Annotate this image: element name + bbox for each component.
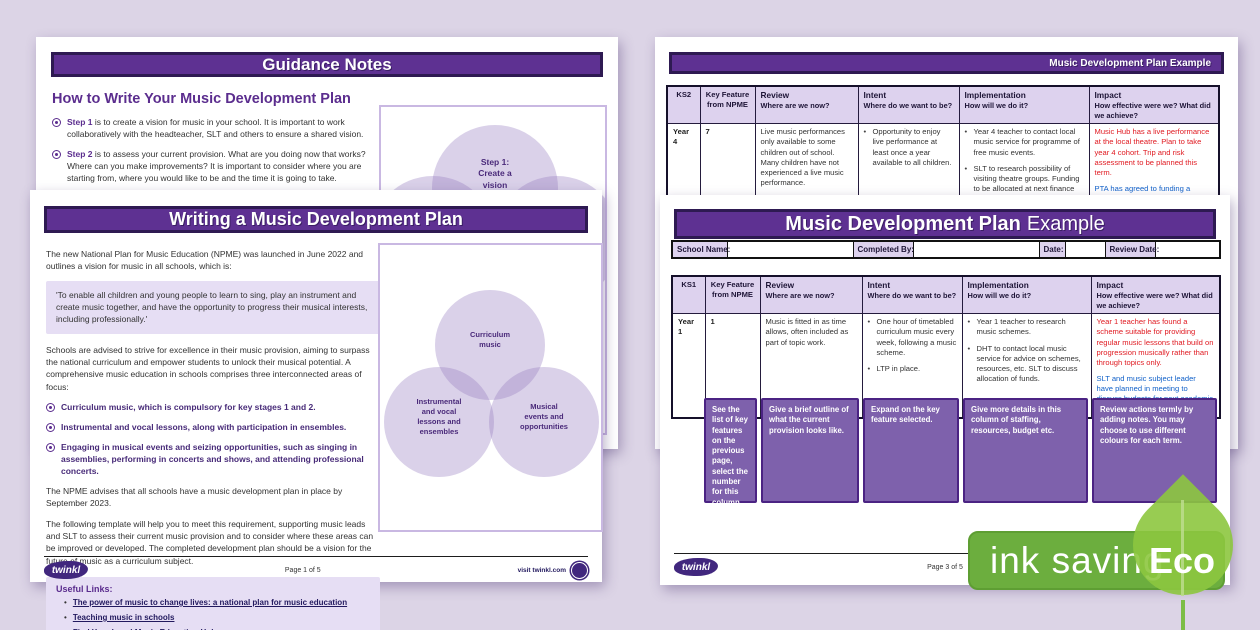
twinkl-badge-icon (571, 561, 588, 579)
step-item: Step 1 is to create a vision for music i… (52, 116, 382, 140)
footer-right: visit twinkl.com (517, 561, 588, 579)
link-national-plan[interactable]: The power of music to change lives: a na… (72, 598, 348, 607)
bullet-dot: • (64, 613, 67, 622)
focus-areas-list: Curriculum music, which is compulsory fo… (46, 401, 380, 477)
writing-venn-diagram: Curriculum music Instrumental and vocal … (378, 243, 603, 532)
guidance-heading: How to Write Your Music Development Plan (52, 91, 351, 107)
year-cell: Year 1 (671, 313, 706, 419)
leaf-stem (1181, 600, 1185, 630)
impact-note-red: Music Hub has a live performance at the … (1094, 127, 1210, 177)
list-item: Instrumental and vocal lessons, along wi… (46, 421, 380, 433)
callout-implementation: Give more details in this column of staf… (963, 398, 1088, 503)
review-date-label: Review Date: (1104, 240, 1159, 259)
npme-note: The NPME advises that all schools have a… (46, 486, 343, 509)
impact-note-red: Year 1 teacher has found a scheme suitab… (1096, 317, 1214, 367)
school-info-row: School Name: Completed By: Date: Review … (671, 240, 1221, 259)
school-name-label: School Name: (671, 240, 730, 259)
completed-by-field[interactable] (912, 240, 1040, 259)
callout-review: Give a brief outline of what the current… (761, 398, 859, 503)
venn-label-lessons: Instrumental and vocal lessons and ensem… (416, 397, 462, 437)
bullet-dot: • (64, 598, 67, 607)
page-number: Page 3 of 5 (927, 563, 963, 571)
ink-saving-eco-badge: ink saving Eco (960, 470, 1260, 630)
ks1-header-title-light: Example (1026, 212, 1105, 235)
bullet-icon (52, 150, 61, 160)
list-item: Engaging in musical events and seizing o… (46, 441, 380, 477)
venn-circle-events (489, 367, 599, 477)
footer-divider (674, 553, 1216, 554)
page-footer: twinkl Page 1 of 5 visit twinkl.com (44, 561, 588, 579)
ks2-header-bar: Music Development Plan Example (669, 52, 1224, 74)
col-ks: KS1 (671, 275, 706, 315)
page-footer: twinkl Page 3 of 5 (674, 558, 1216, 576)
venn-label-step1: Step 1: Create a vision (478, 157, 512, 190)
venn-label-curriculum: Curriculum music (469, 330, 510, 350)
leaf-midrib (1181, 500, 1184, 596)
bullet-icon (52, 118, 61, 127)
date-label: Date: (1038, 240, 1066, 259)
useful-links-box: Useful Links: • The power of music to cha… (46, 577, 380, 630)
list-item: Curriculum music, which is compulsory fo… (46, 401, 380, 413)
date-field[interactable] (1064, 240, 1106, 259)
col-ks: KS2 (666, 85, 701, 125)
step-text: is to create a vision for music in your … (67, 117, 364, 140)
page-number: Page 1 of 5 (284, 566, 321, 574)
page-writing-plan: Writing a Music Development Plan The new… (30, 190, 603, 630)
ks2-header-title: Music Development Plan Example (1049, 57, 1211, 69)
completed-by-label: Completed By: (852, 240, 914, 259)
link-teaching-music[interactable]: Teaching music in schools (72, 613, 175, 622)
eco-label: Eco (1148, 540, 1216, 581)
npme-quote-box: 'To enable all children and young people… (46, 280, 380, 334)
twinkl-logo: twinkl (44, 561, 88, 579)
useful-links-heading: Useful Links: (56, 584, 113, 594)
step-label: Step 1 (67, 117, 93, 127)
link-item: • The power of music to change lives: a n… (64, 598, 370, 607)
callout-key-feature: See the list of key features on the prev… (704, 398, 757, 507)
footer-divider (44, 556, 588, 557)
step-text: is to assess your current provision. Wha… (67, 149, 366, 184)
bullet-icon (46, 442, 55, 452)
venn-circle-lessons (384, 367, 494, 477)
ks1-header-title-bold: Music Development Plan (785, 212, 1021, 235)
ks1-header-bar: Music Development Plan Example (674, 209, 1216, 239)
writing-header-bar: Writing a Music Development Plan (44, 206, 588, 233)
link-item: • Find Your Local Music Education Hub (64, 628, 370, 630)
visit-link[interactable]: visit twinkl.com (517, 566, 566, 574)
guidance-header-bar: Guidance Notes (51, 52, 603, 77)
col-key-feature: Key Feature from NPME (704, 275, 761, 315)
link-music-hub[interactable]: Find Your Local Music Education Hub (73, 628, 216, 630)
writing-text-column: The new National Plan for Music Educatio… (46, 248, 380, 630)
bullet-icon (46, 422, 55, 432)
intro-paragraph: The new National Plan for Music Educatio… (46, 249, 364, 272)
step-item: Step 2 is to assess your current provisi… (52, 148, 382, 184)
venn-circle-curriculum (435, 290, 545, 400)
review-date-field[interactable] (1154, 240, 1221, 259)
bullet-dot: • (64, 628, 67, 630)
body-paragraph: Schools are advised to strive for excell… (46, 344, 370, 392)
guidance-header-title: Guidance Notes (262, 54, 392, 74)
page-ks1-example: Music Development Plan Example School Na… (660, 195, 1230, 585)
twinkl-logo: twinkl (674, 558, 718, 576)
school-name-field[interactable] (726, 240, 854, 259)
bullet-icon (46, 402, 55, 412)
link-item: • Teaching music in schools (64, 613, 370, 622)
writing-header-title: Writing a Music Development Plan (169, 209, 463, 229)
template-note: The following template will help you to … (46, 518, 374, 566)
venn-label-events: Musical events and opportunities (520, 402, 568, 432)
step-label: Step 2 (67, 149, 93, 160)
col-key-feature: Key Feature from NPME (699, 85, 756, 125)
callout-intent: Expand on the key feature selected. (863, 398, 959, 503)
